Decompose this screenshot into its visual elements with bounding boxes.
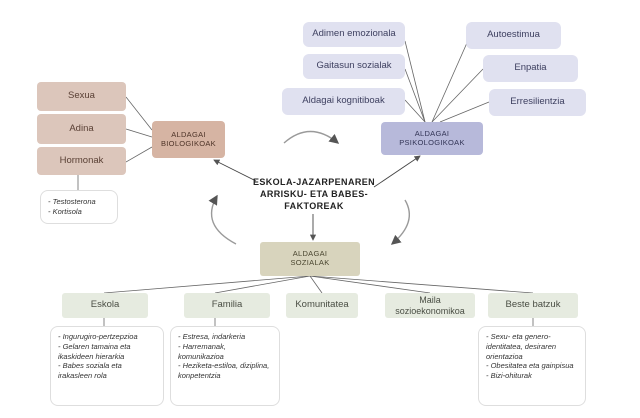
social-main-node: ALDAGAI SOZIALAK (260, 242, 360, 276)
center-title-line: ARRISKU- ETA BABES- (259, 189, 369, 200)
social-item-familia: Familia (184, 293, 270, 318)
bio-title-line: ALDAGAI (171, 129, 206, 139)
maila-label-line: sozioekonomikoa (395, 305, 465, 316)
social-item-beste-batzuk: Beste batzuk (488, 293, 578, 318)
center-title: ESKOLA-JAZARPENAREN ARRISKU- ETA BABES- … (252, 176, 376, 212)
social-title-line: ALDAGAI (292, 249, 328, 259)
bio-item-hormonak: Hormonak (37, 147, 126, 175)
psy-item-aldagai-kognitiboak: Aldagai kognitiboak (282, 88, 405, 115)
psy-item-enpatia: Enpatia (483, 55, 578, 82)
note-item: Obesitatea eta gainpisua (486, 361, 578, 371)
note-item: Kortisola (48, 207, 110, 217)
psy-title-line: ALDAGAI (414, 128, 450, 138)
psy-item-gaitasun-sozialak: Gaitasun sozialak (303, 54, 405, 79)
beste-note: Sexu- eta genero-identitatea, desiraren … (478, 326, 586, 406)
note-item: Testosterona (48, 197, 110, 207)
psy-item-adimen-emozionala: Adimen emozionala (303, 22, 405, 47)
social-item-eskola: Eskola (62, 293, 148, 318)
bio-main-node: ALDAGAI BIOLOGIKOAK (152, 121, 225, 158)
bio-title-line: BIOLOGIKOAK (161, 138, 216, 148)
bio-item-adina: Adina (37, 114, 126, 144)
note-item: Ingurugiro-pertzepzioa (58, 332, 156, 342)
hormones-note: Testosterona Kortisola (40, 190, 118, 224)
psy-item-autoestimua: Autoestimua (466, 22, 561, 49)
note-item: Babes soziala eta irakasleen rola (58, 361, 156, 381)
note-item: Bizi-ohiturak (486, 371, 578, 381)
note-item: Harremanak, komunikazioa (178, 342, 272, 362)
note-item: Heziketa-estiloa, diziplina, konpetentzi… (178, 361, 272, 381)
note-item: Gelaren tamaina eta ikaskideen hierarkia (58, 342, 156, 362)
psy-title-line: PSIKOLOGIKOAK (399, 137, 465, 147)
note-item: Sexu- eta genero-identitatea, desiraren … (486, 332, 578, 361)
eskola-note: Ingurugiro-pertzepzioa Gelaren tamaina e… (50, 326, 164, 406)
center-title-line: ESKOLA-JAZARPENAREN (252, 177, 376, 187)
social-item-maila-sozioekonomikoa: Maila sozioekonomikoa (385, 293, 475, 318)
social-item-komunitatea: Komunitatea (286, 293, 358, 318)
center-title-line: FAKTOREAK (284, 201, 344, 212)
social-title-line: SOZIALAK (290, 258, 330, 267)
psy-main-node: ALDAGAI PSIKOLOGIKOAK (381, 122, 483, 155)
bio-item-sexua: Sexua (37, 82, 126, 111)
psy-item-erresilientzia: Erresilientzia (489, 89, 586, 116)
familia-note: Estresa, indarkeria Harremanak, komunika… (170, 326, 280, 406)
maila-label-line: Maila (419, 295, 441, 306)
note-item: Estresa, indarkeria (178, 332, 272, 342)
